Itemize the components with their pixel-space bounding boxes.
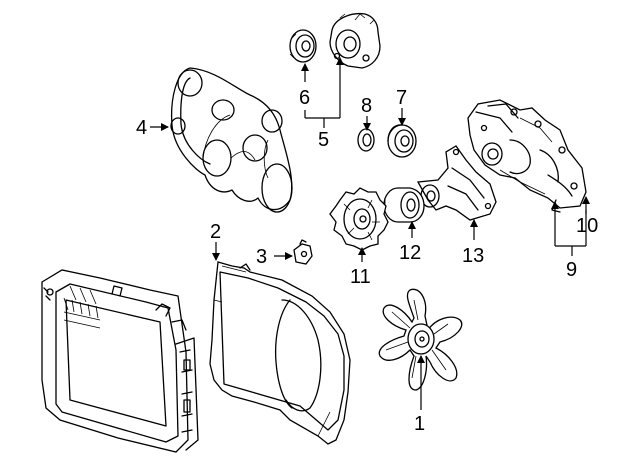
fan-shroud bbox=[209, 261, 351, 445]
callout-4: 4 bbox=[136, 117, 147, 139]
callout-3: 3 bbox=[256, 246, 267, 268]
callout-2: 2 bbox=[210, 221, 221, 243]
callout-12: 12 bbox=[399, 242, 421, 264]
callout-11: 11 bbox=[350, 266, 371, 288]
callout-9: 9 bbox=[566, 259, 577, 281]
drive-belt bbox=[170, 67, 293, 213]
washer bbox=[357, 128, 375, 152]
sensor-clip bbox=[293, 239, 313, 265]
callout-6: 6 bbox=[299, 87, 310, 109]
cooling-fan bbox=[378, 288, 463, 391]
idler-pulley bbox=[289, 29, 317, 63]
callout-1: 1 bbox=[414, 413, 425, 435]
fan-pulley bbox=[383, 187, 425, 223]
callout-8: 8 bbox=[361, 95, 372, 117]
fan-bracket bbox=[416, 145, 497, 221]
water-pump bbox=[467, 99, 587, 213]
belt-tensioner bbox=[329, 12, 381, 69]
leader-lines bbox=[150, 57, 590, 410]
callout-labels: 4 6 5 8 7 10 9 13 12 11 3 2 1 bbox=[136, 87, 598, 435]
bearing bbox=[387, 124, 417, 158]
radiator bbox=[41, 269, 199, 453]
callout-5: 5 bbox=[318, 129, 329, 151]
fan-clutch bbox=[329, 187, 389, 251]
callout-13: 13 bbox=[462, 245, 484, 267]
callout-10: 10 bbox=[576, 215, 598, 237]
callout-7: 7 bbox=[396, 87, 407, 109]
